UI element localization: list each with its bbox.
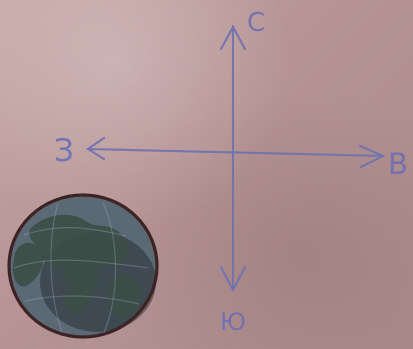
north-arrowhead	[219, 24, 247, 51]
globe-texture-line-2	[13, 259, 149, 269]
globe-texture-line-4	[50, 202, 63, 333]
west-arrowhead	[86, 136, 106, 161]
globe-texture-line-5	[102, 201, 117, 334]
north-label: С	[247, 8, 265, 38]
west-label: З	[54, 133, 74, 169]
globe-texture-line-3	[24, 295, 140, 305]
east-label: В	[388, 147, 408, 181]
globe-land-west	[12, 242, 44, 287]
globe-land-africa	[62, 247, 100, 314]
globe-land-east	[106, 274, 142, 318]
globe-outline	[7, 193, 159, 339]
south-label: Ю	[220, 308, 246, 336]
compass-arrows	[86, 24, 386, 293]
south-arrowhead	[219, 265, 247, 293]
globe-drawing	[7, 193, 159, 339]
horizontal-arrow-line	[86, 147, 385, 158]
globe-texture-line-1	[23, 226, 127, 237]
globe-land-north	[29, 214, 129, 272]
east-arrowhead	[358, 144, 386, 169]
